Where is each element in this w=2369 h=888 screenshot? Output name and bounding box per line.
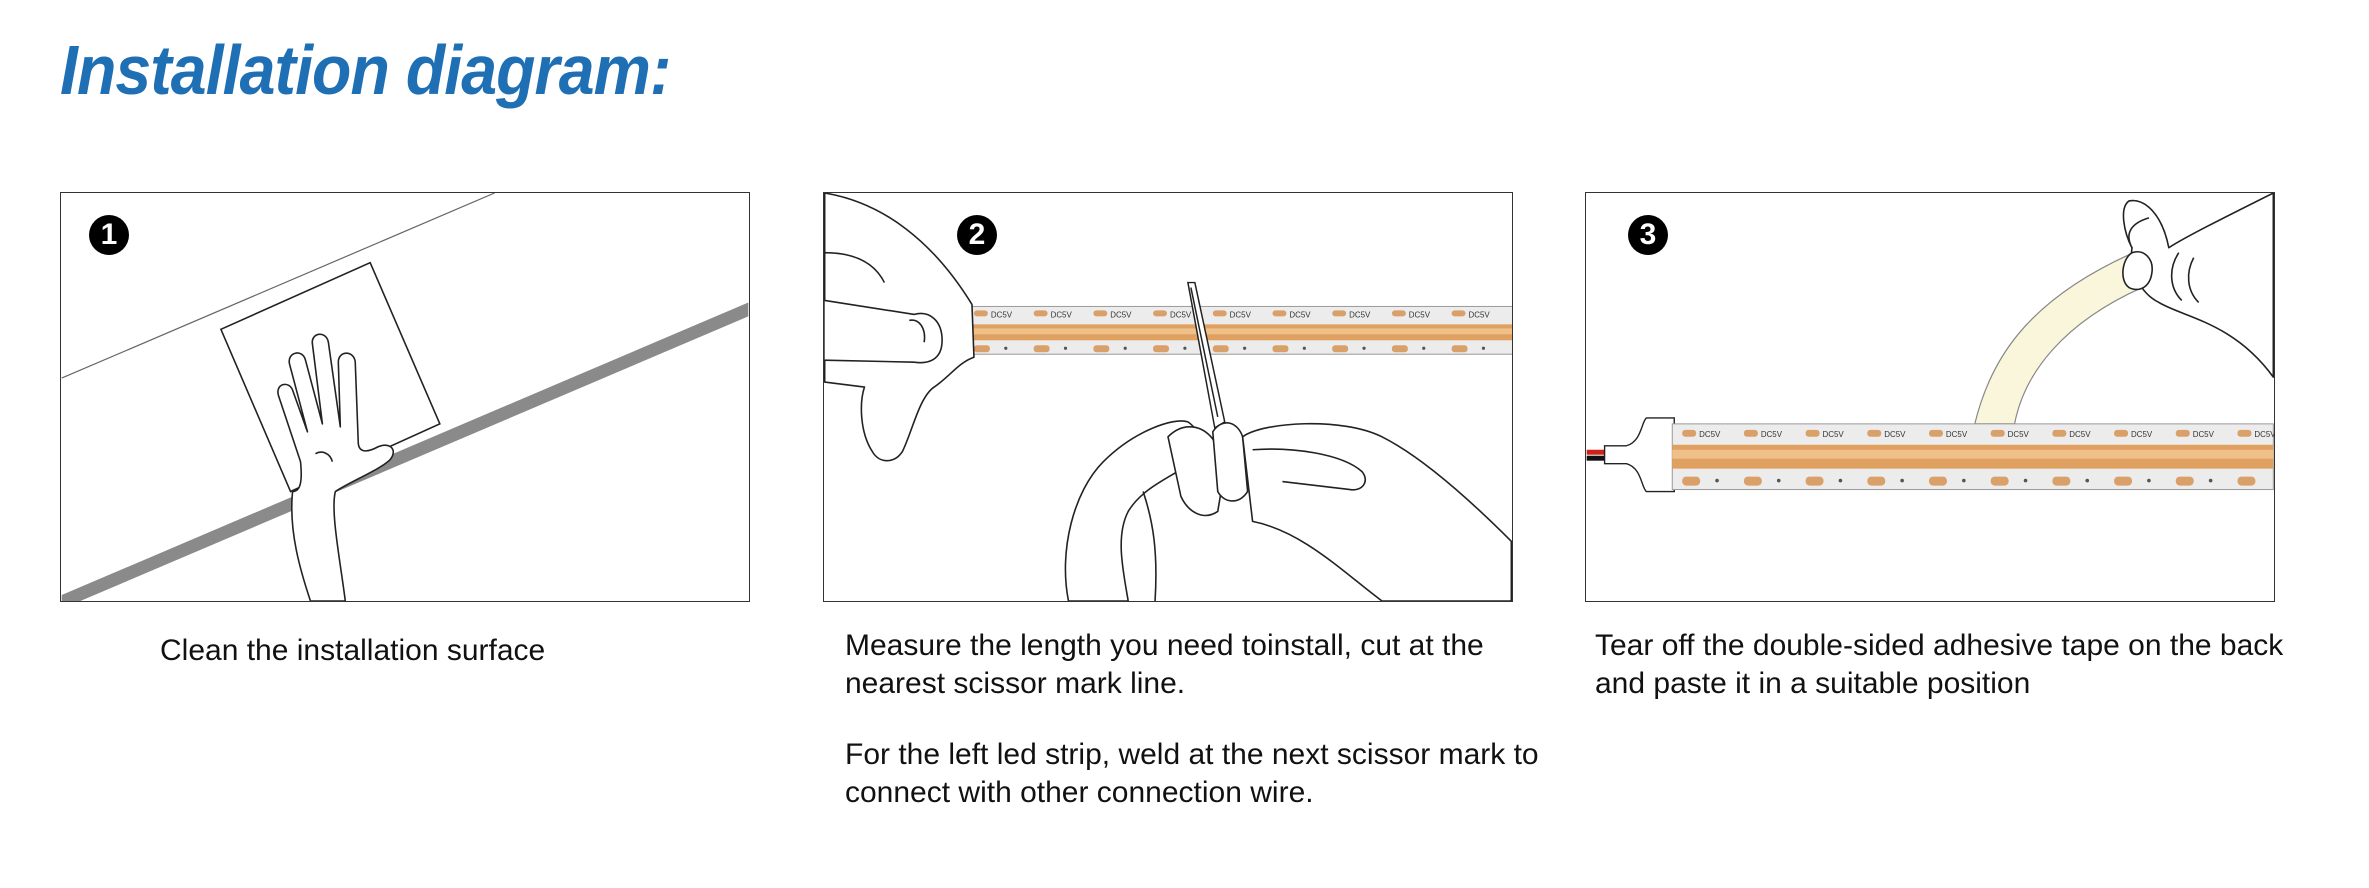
strip-label: DC5V: [2069, 430, 2091, 439]
strip-label: DC5V: [1409, 310, 1431, 319]
surface-edge-line: [61, 193, 495, 379]
strip-top-marks: DC5V DC5V DC5V DC5V DC5V DC5V DC5V DC5V …: [973, 310, 1491, 319]
step-3-panel: DC5V DC5V DC5V DC5V DC5V DC5V DC5V DC5V …: [1585, 192, 2275, 602]
strip-label: DC5V: [1699, 430, 1721, 439]
strip-label: DC5V: [2193, 430, 2215, 439]
hand-icon: [277, 333, 395, 601]
strip-label: DC5V: [1761, 430, 1783, 439]
strip-label: DC5V: [1110, 310, 1132, 319]
knife-icon: [1187, 281, 1226, 430]
step-2-badge: 2: [957, 215, 997, 255]
end-cap-icon: [1603, 417, 1675, 493]
led-strip-icon: DC5V DC5V DC5V DC5V DC5V DC5V DC5V DC5V …: [961, 305, 1512, 355]
black-wire: [1586, 455, 1605, 461]
strip-label: DC5V: [2254, 430, 2274, 439]
surface-strip: [61, 302, 749, 601]
red-wire: [1586, 449, 1605, 455]
step-2-panel: DC5V DC5V DC5V DC5V DC5V DC5V DC5V DC5V …: [823, 192, 1513, 602]
step-1-panel: 1: [60, 192, 750, 602]
strip-label: DC5V: [1170, 310, 1192, 319]
strip-bottom-pads: [1682, 476, 2256, 486]
strip-label: DC5V: [1230, 310, 1252, 319]
left-hand-icon: [824, 193, 975, 462]
step-1-badge: 1: [89, 215, 129, 255]
tape-backing-icon: [1974, 253, 2143, 425]
strip-top-marks: DC5V DC5V DC5V DC5V DC5V DC5V DC5V DC5V …: [1682, 430, 2274, 439]
step-2-illustration: DC5V DC5V DC5V DC5V DC5V DC5V DC5V DC5V …: [824, 193, 1512, 601]
step-3-caption: Tear off the double-sided adhesive tape …: [1595, 629, 2284, 700]
strip-label: DC5V: [991, 310, 1013, 319]
step-1-illustration: [61, 193, 749, 601]
page-title: Installation diagram:: [60, 31, 671, 109]
strip-label: DC5V: [1884, 430, 1906, 439]
strip-bottom-pads: [973, 345, 1468, 353]
step-1-caption: Clean the installation surface: [160, 634, 546, 667]
strip-label: DC5V: [1823, 430, 1845, 439]
strip-label: DC5V: [2008, 430, 2030, 439]
step-3-badge: 3: [1628, 215, 1668, 255]
led-strip-icon: DC5V DC5V DC5V DC5V DC5V DC5V DC5V DC5V …: [1671, 423, 2274, 491]
strip-label: DC5V: [1289, 310, 1311, 319]
strip-label: DC5V: [2131, 430, 2153, 439]
strip-resistors: [1004, 346, 1486, 350]
step-2-caption-weld: For the left led strip, weld at the next…: [845, 738, 1539, 809]
strip-label: DC5V: [1349, 310, 1371, 319]
peeling-hand-icon: [2122, 193, 2274, 378]
step-3-illustration: DC5V DC5V DC5V DC5V DC5V DC5V DC5V DC5V …: [1586, 193, 2274, 493]
strip-label: DC5V: [1946, 430, 1968, 439]
strip-label: DC5V: [1051, 310, 1073, 319]
right-hand-icon: [1064, 420, 1512, 601]
strip-resistors: [1715, 478, 2213, 483]
strip-label: DC5V: [1469, 310, 1491, 319]
step-2-caption-measure: Measure the length you need toinstall, c…: [845, 629, 1484, 700]
